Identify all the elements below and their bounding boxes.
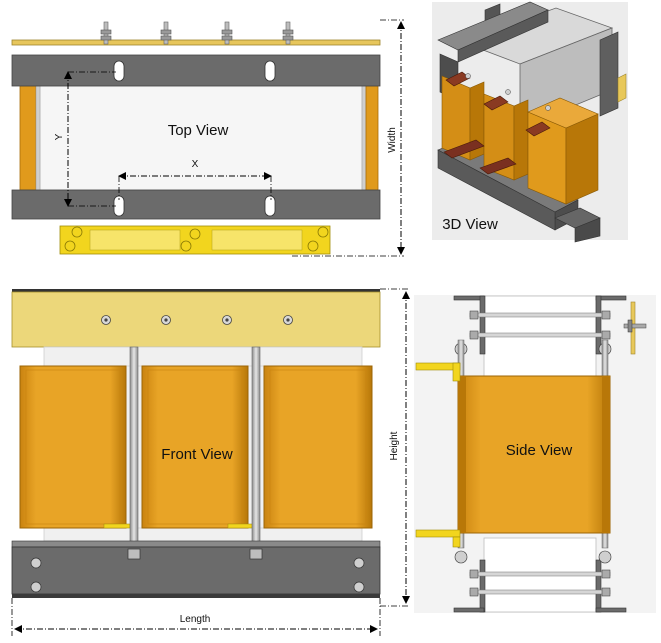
tie-rod	[129, 346, 139, 560]
threed-coil	[441, 75, 485, 161]
front-view: Height Length Front View	[11, 288, 410, 636]
top-view: Y X Width Top View	[11, 19, 405, 257]
tie-rod	[251, 346, 261, 560]
terminal-bolt	[160, 21, 172, 45]
side-lead-upper	[415, 362, 461, 382]
top-coil-left	[19, 85, 37, 191]
top-foot-plate	[59, 225, 331, 255]
threed-view: 3D View	[432, 1, 628, 243]
front-coil	[263, 365, 373, 529]
width-dimension-label: Width	[387, 127, 398, 153]
top-terminal-bolts	[100, 21, 294, 45]
mounting-slot	[113, 60, 125, 82]
terminal-bolt	[100, 21, 112, 45]
front-busbar-screws	[101, 315, 293, 325]
threed-coil	[527, 97, 599, 205]
front-busbar-plate	[11, 291, 381, 348]
side-frame-bottom	[453, 550, 627, 613]
top-frame-lower	[11, 189, 381, 220]
mounting-slot	[264, 60, 276, 82]
threed-view-label: 3D View	[442, 216, 498, 233]
front-top-frame-edge	[12, 289, 380, 292]
terminal-bolt	[282, 21, 294, 45]
copper-terminal	[445, 71, 471, 87]
side-frame-top	[453, 295, 627, 356]
y-dimension-label: Y	[54, 133, 65, 140]
height-dimension-label: Height	[389, 431, 400, 460]
side-coil	[457, 375, 611, 534]
front-coil	[19, 365, 127, 529]
copper-terminal	[525, 121, 551, 137]
top-view-label: Top View	[168, 122, 229, 139]
x-dimension-label: X	[192, 159, 199, 170]
side-view: Side View	[414, 295, 656, 613]
side-terminal-bolt	[623, 301, 647, 355]
top-busbar	[11, 39, 381, 46]
front-bottom-frame	[11, 546, 381, 595]
copper-terminal	[483, 95, 509, 111]
front-view-label: Front View	[161, 446, 233, 463]
side-lead-lower	[415, 529, 461, 548]
side-view-label: Side View	[506, 442, 573, 459]
top-frame-upper	[11, 54, 381, 87]
mounting-slot	[264, 195, 276, 217]
length-dimension-label: Length	[180, 614, 211, 625]
front-coil	[141, 365, 249, 529]
front-frame-bolts	[30, 548, 365, 593]
terminal-bolt	[221, 21, 233, 45]
copper-terminal	[443, 139, 485, 159]
copper-terminal	[479, 157, 517, 175]
top-coil-right	[365, 85, 379, 191]
